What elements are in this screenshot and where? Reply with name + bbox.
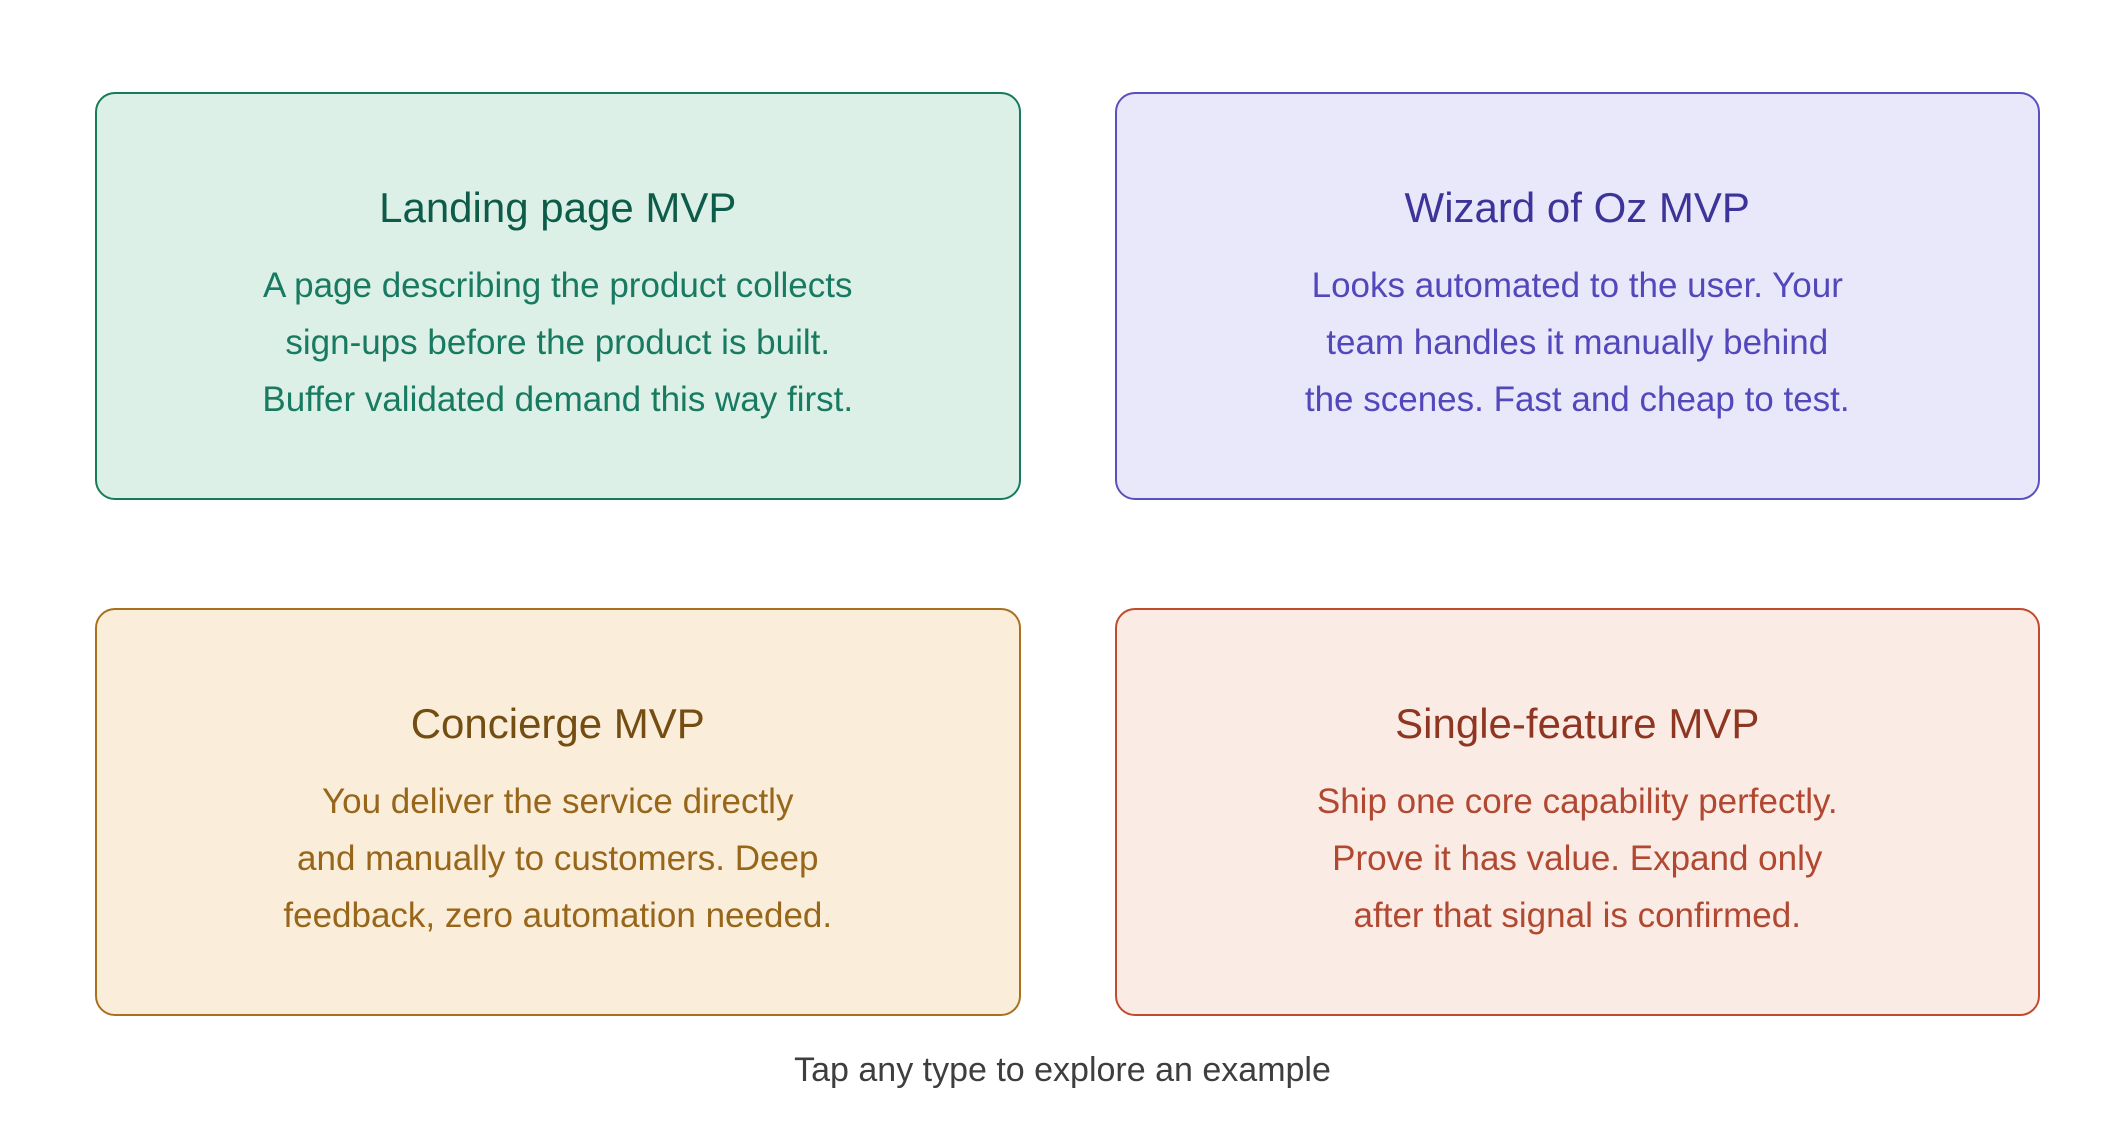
- card-body-wizard-of-oz-mvp: Looks automated to the user. Your team h…: [1304, 265, 1850, 419]
- card-title-concierge-mvp: Concierge MVP: [410, 699, 705, 747]
- card-concierge-mvp[interactable]: Concierge MVP You deliver the service di…: [95, 608, 1021, 1016]
- card-single-feature-mvp[interactable]: Single-feature MVP Ship one core capabil…: [1114, 608, 2040, 1016]
- card-title-single-feature-mvp: Single-feature MVP: [1395, 699, 1760, 747]
- card-title-wizard-of-oz-mvp: Wizard of Oz MVP: [1404, 183, 1750, 231]
- card-body-single-feature-mvp: Ship one core capability perfectly. Prov…: [1316, 781, 1838, 935]
- card-body-concierge-mvp: You deliver the service directly and man…: [283, 781, 833, 935]
- card-title-landing-page-mvp: Landing page MVP: [379, 183, 737, 231]
- mvp-card-grid: Landing page MVP A page describing the p…: [95, 92, 2040, 1016]
- card-wizard-of-oz-mvp[interactable]: Wizard of Oz MVP Looks automated to the …: [1114, 92, 2040, 500]
- card-landing-page-mvp[interactable]: Landing page MVP A page describing the p…: [95, 92, 1021, 500]
- card-body-landing-page-mvp: A page describing the product collects s…: [262, 265, 854, 419]
- footer-hint-text: Tap any type to explore an example: [794, 1051, 1331, 1089]
